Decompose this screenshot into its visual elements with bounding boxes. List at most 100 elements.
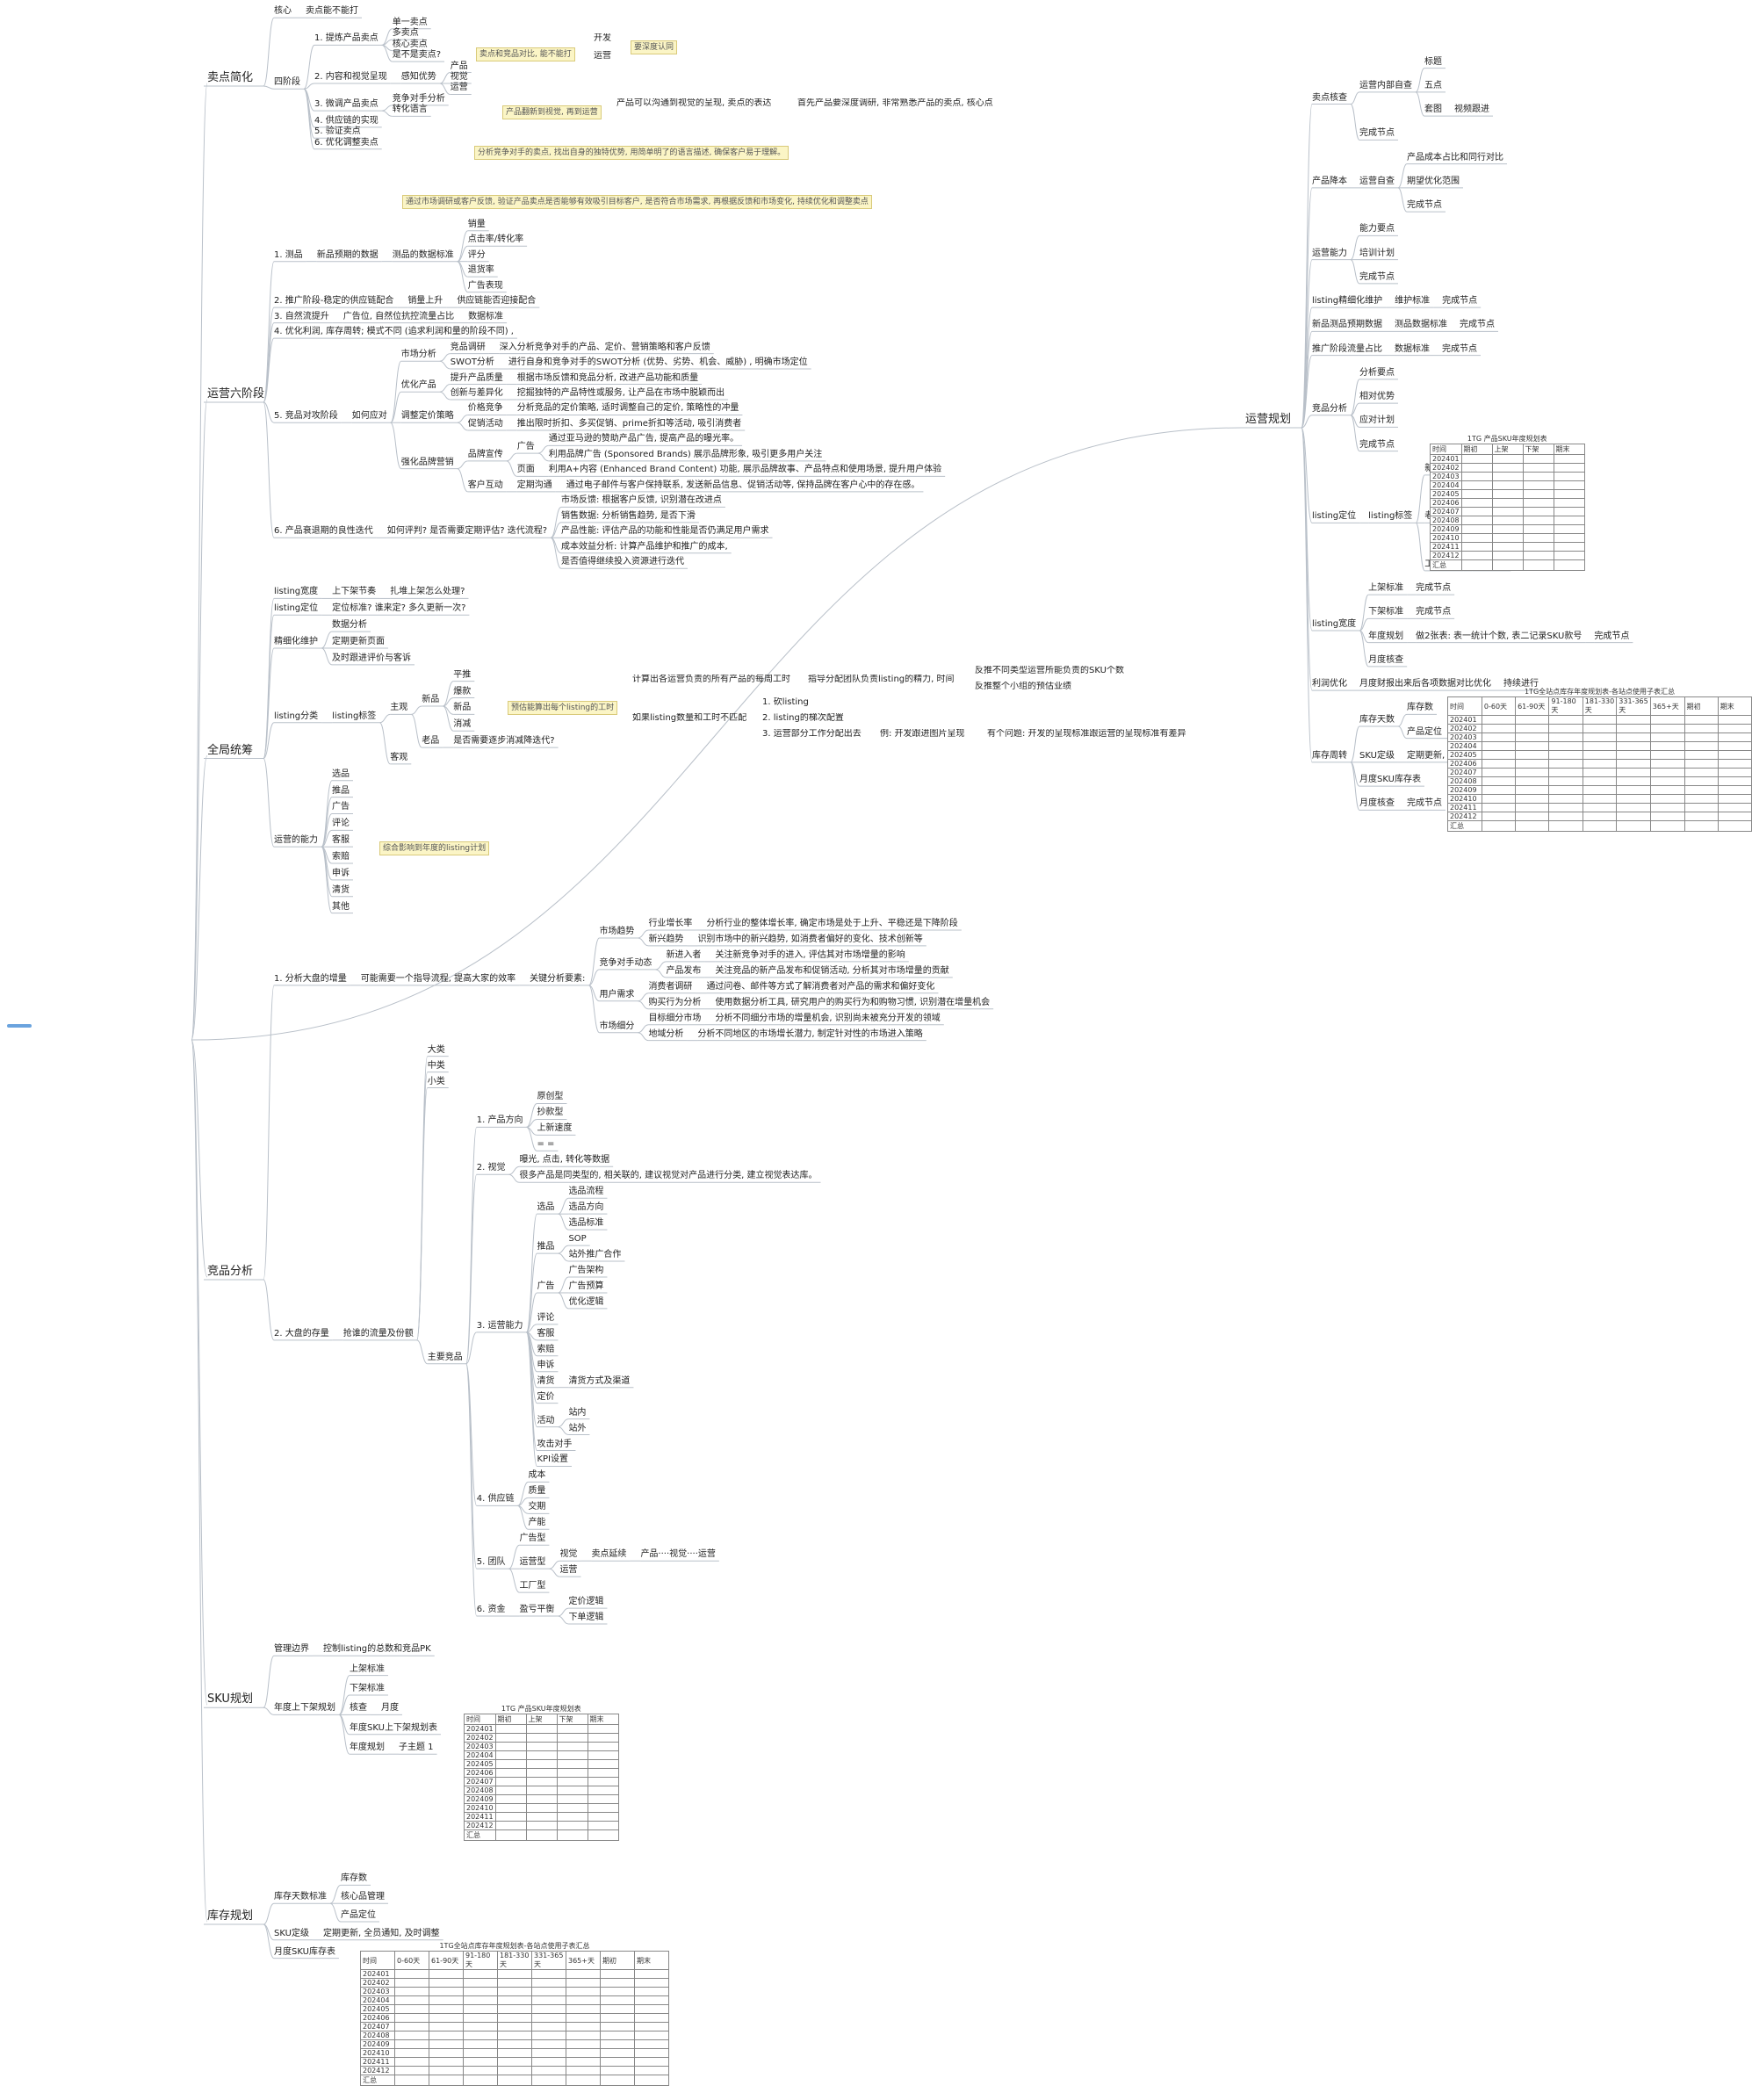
mindmap-node[interactable]: 标题	[1424, 56, 1442, 67]
mindmap-node[interactable]: 选品	[537, 1202, 555, 1213]
mindmap-node[interactable]: 老品	[422, 736, 440, 747]
mindmap-node[interactable]: 市场反馈: 根据客户反馈, 识别潜在改进点	[560, 495, 722, 506]
mindmap-node[interactable]: 新品测品预期数据	[1312, 320, 1382, 330]
mindmap-node[interactable]: 测品的数据标准	[392, 249, 454, 260]
mindmap-node[interactable]: listing定位	[274, 603, 319, 614]
mindmap-node[interactable]: 期望优化范围	[1406, 176, 1460, 186]
note-n6[interactable]: 综合影响到年度的listing计划	[379, 841, 490, 855]
mindmap-node[interactable]: 4. 优化利润, 库存周转; 模式不同 (追求利润和量的阶段不同) ,	[274, 327, 514, 337]
mindmap-node[interactable]: 识别市场中的新兴趋势, 如消费者偏好的变化、技术创新等	[697, 934, 923, 944]
mindmap-node[interactable]: 广告预算	[568, 1281, 604, 1291]
mindmap-node[interactable]: 数据分析	[331, 620, 367, 631]
note-n1c[interactable]: 要深度认同	[631, 40, 678, 54]
mindmap-node[interactable]: listing宽度	[1312, 619, 1357, 629]
mindmap-node[interactable]: 套图	[1424, 105, 1442, 115]
mindmap-node[interactable]: 卖点核查	[1312, 92, 1347, 103]
mindmap-node[interactable]: 控制listing的总数和竞品PK	[322, 1644, 431, 1655]
note-n5a[interactable]: 计算出各运营负责的所有产品的每周工时	[632, 675, 790, 684]
note-n5b[interactable]: 指导分配团队负责listing的精力, 时间	[808, 675, 955, 684]
note-n5g[interactable]: 2. listing的梯次配置	[762, 713, 844, 723]
mindmap-node[interactable]: 如何评判? 是否需要定期评估? 迭代流程?	[386, 526, 547, 537]
mindmap-node[interactable]: 申诉	[537, 1360, 555, 1370]
mindmap-node[interactable]: 2. 内容和视觉呈现	[314, 72, 387, 82]
mindmap-node[interactable]: 定价逻辑	[568, 1597, 604, 1607]
note-n1a[interactable]: 开发	[594, 33, 611, 43]
mindmap-node[interactable]: 精细化维护	[274, 636, 318, 646]
mindmap-node[interactable]: 产品发布	[666, 965, 702, 976]
mindmap-node[interactable]: 五点	[1424, 80, 1442, 90]
main-topic-5[interactable]: 库存规划	[207, 1909, 254, 1923]
mindmap-node[interactable]: 运营的能力	[274, 835, 318, 846]
mindmap-node[interactable]: 站外推广合作	[568, 1250, 622, 1260]
mindmap-node[interactable]: 优化产品	[400, 380, 436, 391]
mindmap-node[interactable]: 运营内部自查	[1359, 80, 1412, 90]
mindmap-node[interactable]: 4. 供应链	[476, 1494, 515, 1505]
mindmap-node[interactable]: 扎堆上架怎么处理?	[390, 587, 465, 597]
mindmap-node[interactable]: 交期	[528, 1502, 546, 1512]
mindmap-node[interactable]: 竞争对手动态	[599, 957, 652, 968]
mindmap-node[interactable]: 评论	[331, 819, 350, 829]
mindmap-node[interactable]: 管理边界	[274, 1644, 309, 1655]
mindmap-node[interactable]: 原创型	[537, 1092, 564, 1102]
mindmap-node[interactable]: 广告架构	[568, 1266, 604, 1275]
mindmap-node[interactable]: 站内	[568, 1407, 587, 1418]
mindmap-node[interactable]: SKU定级	[274, 1928, 309, 1938]
mindmap-node[interactable]: 转化语言	[392, 105, 428, 115]
mindmap-node[interactable]: 质量	[528, 1486, 546, 1497]
mindmap-node[interactable]: 成本	[528, 1470, 546, 1481]
mindmap-node[interactable]: 关键分析要素:	[530, 973, 586, 984]
mindmap-node[interactable]: 完成节点	[1459, 320, 1495, 330]
mindmap-node[interactable]: 选品流程	[568, 1187, 604, 1197]
mindmap-node[interactable]: 清货	[537, 1375, 555, 1386]
mindmap-node[interactable]: 可能需要一个指导流程, 提高大家的效率	[360, 973, 516, 984]
mindmap-node[interactable]: 竞争对手分析	[392, 93, 445, 104]
mindmap-node[interactable]: 1. 测品	[274, 249, 303, 260]
mindmap-node[interactable]: 购买行为分析	[648, 997, 702, 1007]
mindmap-node[interactable]: 子主题 1	[398, 1743, 434, 1753]
mindmap-node[interactable]: 进行自身和竞争对手的SWOT分析 (优势、劣势、机会、威胁) , 明确市场定位	[508, 357, 808, 368]
mindmap-node[interactable]: 供应链能否迎接配合	[457, 296, 537, 307]
mindmap-node[interactable]: 主要竞品	[427, 1352, 463, 1362]
note-n2c[interactable]: 首先产品要深度调研, 非常熟悉产品的卖点, 核心点	[797, 98, 993, 108]
mindmap-node[interactable]: 客户互动	[467, 480, 503, 490]
mindmap-node[interactable]: 品牌宣传	[467, 449, 503, 459]
mindmap-node[interactable]: 深入分析竞争对手的产品、定价、营销策略和客户反馈	[499, 342, 710, 352]
mindmap-node[interactable]: 年度规划	[349, 1743, 385, 1753]
mindmap-node[interactable]: 6. 产品衰退期的良性迭代	[274, 526, 373, 537]
mindmap-node[interactable]: 分析竞品的定价策略, 适时调整自己的定价, 策略性的冲量	[516, 403, 739, 414]
mindmap-node[interactable]: 客服	[331, 835, 350, 846]
mindmap-node[interactable]: 年度SKU上下架规划表	[349, 1722, 437, 1733]
mindmap-node[interactable]: 2. 推广阶段-稳定的供应链配合	[274, 296, 394, 307]
mindmap-node[interactable]: 其他	[331, 901, 350, 912]
mindmap-node[interactable]: 页面	[516, 465, 535, 475]
mindmap-node[interactable]: 运营型	[519, 1557, 546, 1568]
mindmap-node[interactable]: 使用数据分析工具, 研究用户的购买行为和购物习惯, 识别潜在增量机会	[715, 997, 991, 1007]
mindmap-node[interactable]: 5. 验证卖点	[314, 126, 361, 137]
mindmap-node[interactable]: 新品	[422, 694, 440, 704]
mindmap-node[interactable]: 月度SKU库存表	[274, 1946, 335, 1957]
mindmap-node[interactable]: listing标签	[332, 711, 377, 721]
mindmap-node[interactable]: 客服	[537, 1328, 555, 1339]
mindmap-node[interactable]: 完成节点	[1416, 583, 1452, 594]
mindmap-node[interactable]: 抄款型	[537, 1108, 564, 1118]
mindmap-node[interactable]: 年度规划	[1368, 631, 1404, 641]
mindmap-node[interactable]: 销量	[467, 219, 486, 229]
mindmap-node[interactable]: 6. 资金	[476, 1605, 506, 1615]
mindmap-node[interactable]: 核心	[274, 6, 292, 17]
mindmap-node[interactable]: 促销活动	[467, 418, 503, 429]
mindmap-node[interactable]: 通过亚马逊的赞助产品广告, 提高产品的曝光率。	[548, 434, 739, 444]
mindmap-node[interactable]: 完成节点	[1406, 200, 1442, 211]
mindmap-node[interactable]: 3. 自然流提升	[274, 311, 329, 321]
mindmap-node[interactable]: SKU定级	[1359, 750, 1395, 761]
mindmap-node[interactable]: 月度	[380, 1703, 399, 1714]
mindmap-node[interactable]: 新进入者	[666, 949, 702, 960]
mindmap-node[interactable]: 销售数据: 分析销售趋势, 是否下滑	[560, 510, 696, 521]
mindmap-node[interactable]: 创新与差异化	[450, 388, 503, 398]
mindmap-node[interactable]: 产能	[528, 1518, 546, 1528]
mindmap-node[interactable]: 目标细分市场	[648, 1013, 702, 1023]
mindmap-node[interactable]: listing标签	[1368, 511, 1413, 522]
mindmap-node[interactable]: 价格竞争	[467, 403, 503, 414]
root-topic[interactable]	[7, 1024, 32, 1028]
mindmap-node[interactable]: 市场细分	[599, 1021, 635, 1031]
mindmap-node[interactable]: 感知优势	[400, 72, 436, 82]
